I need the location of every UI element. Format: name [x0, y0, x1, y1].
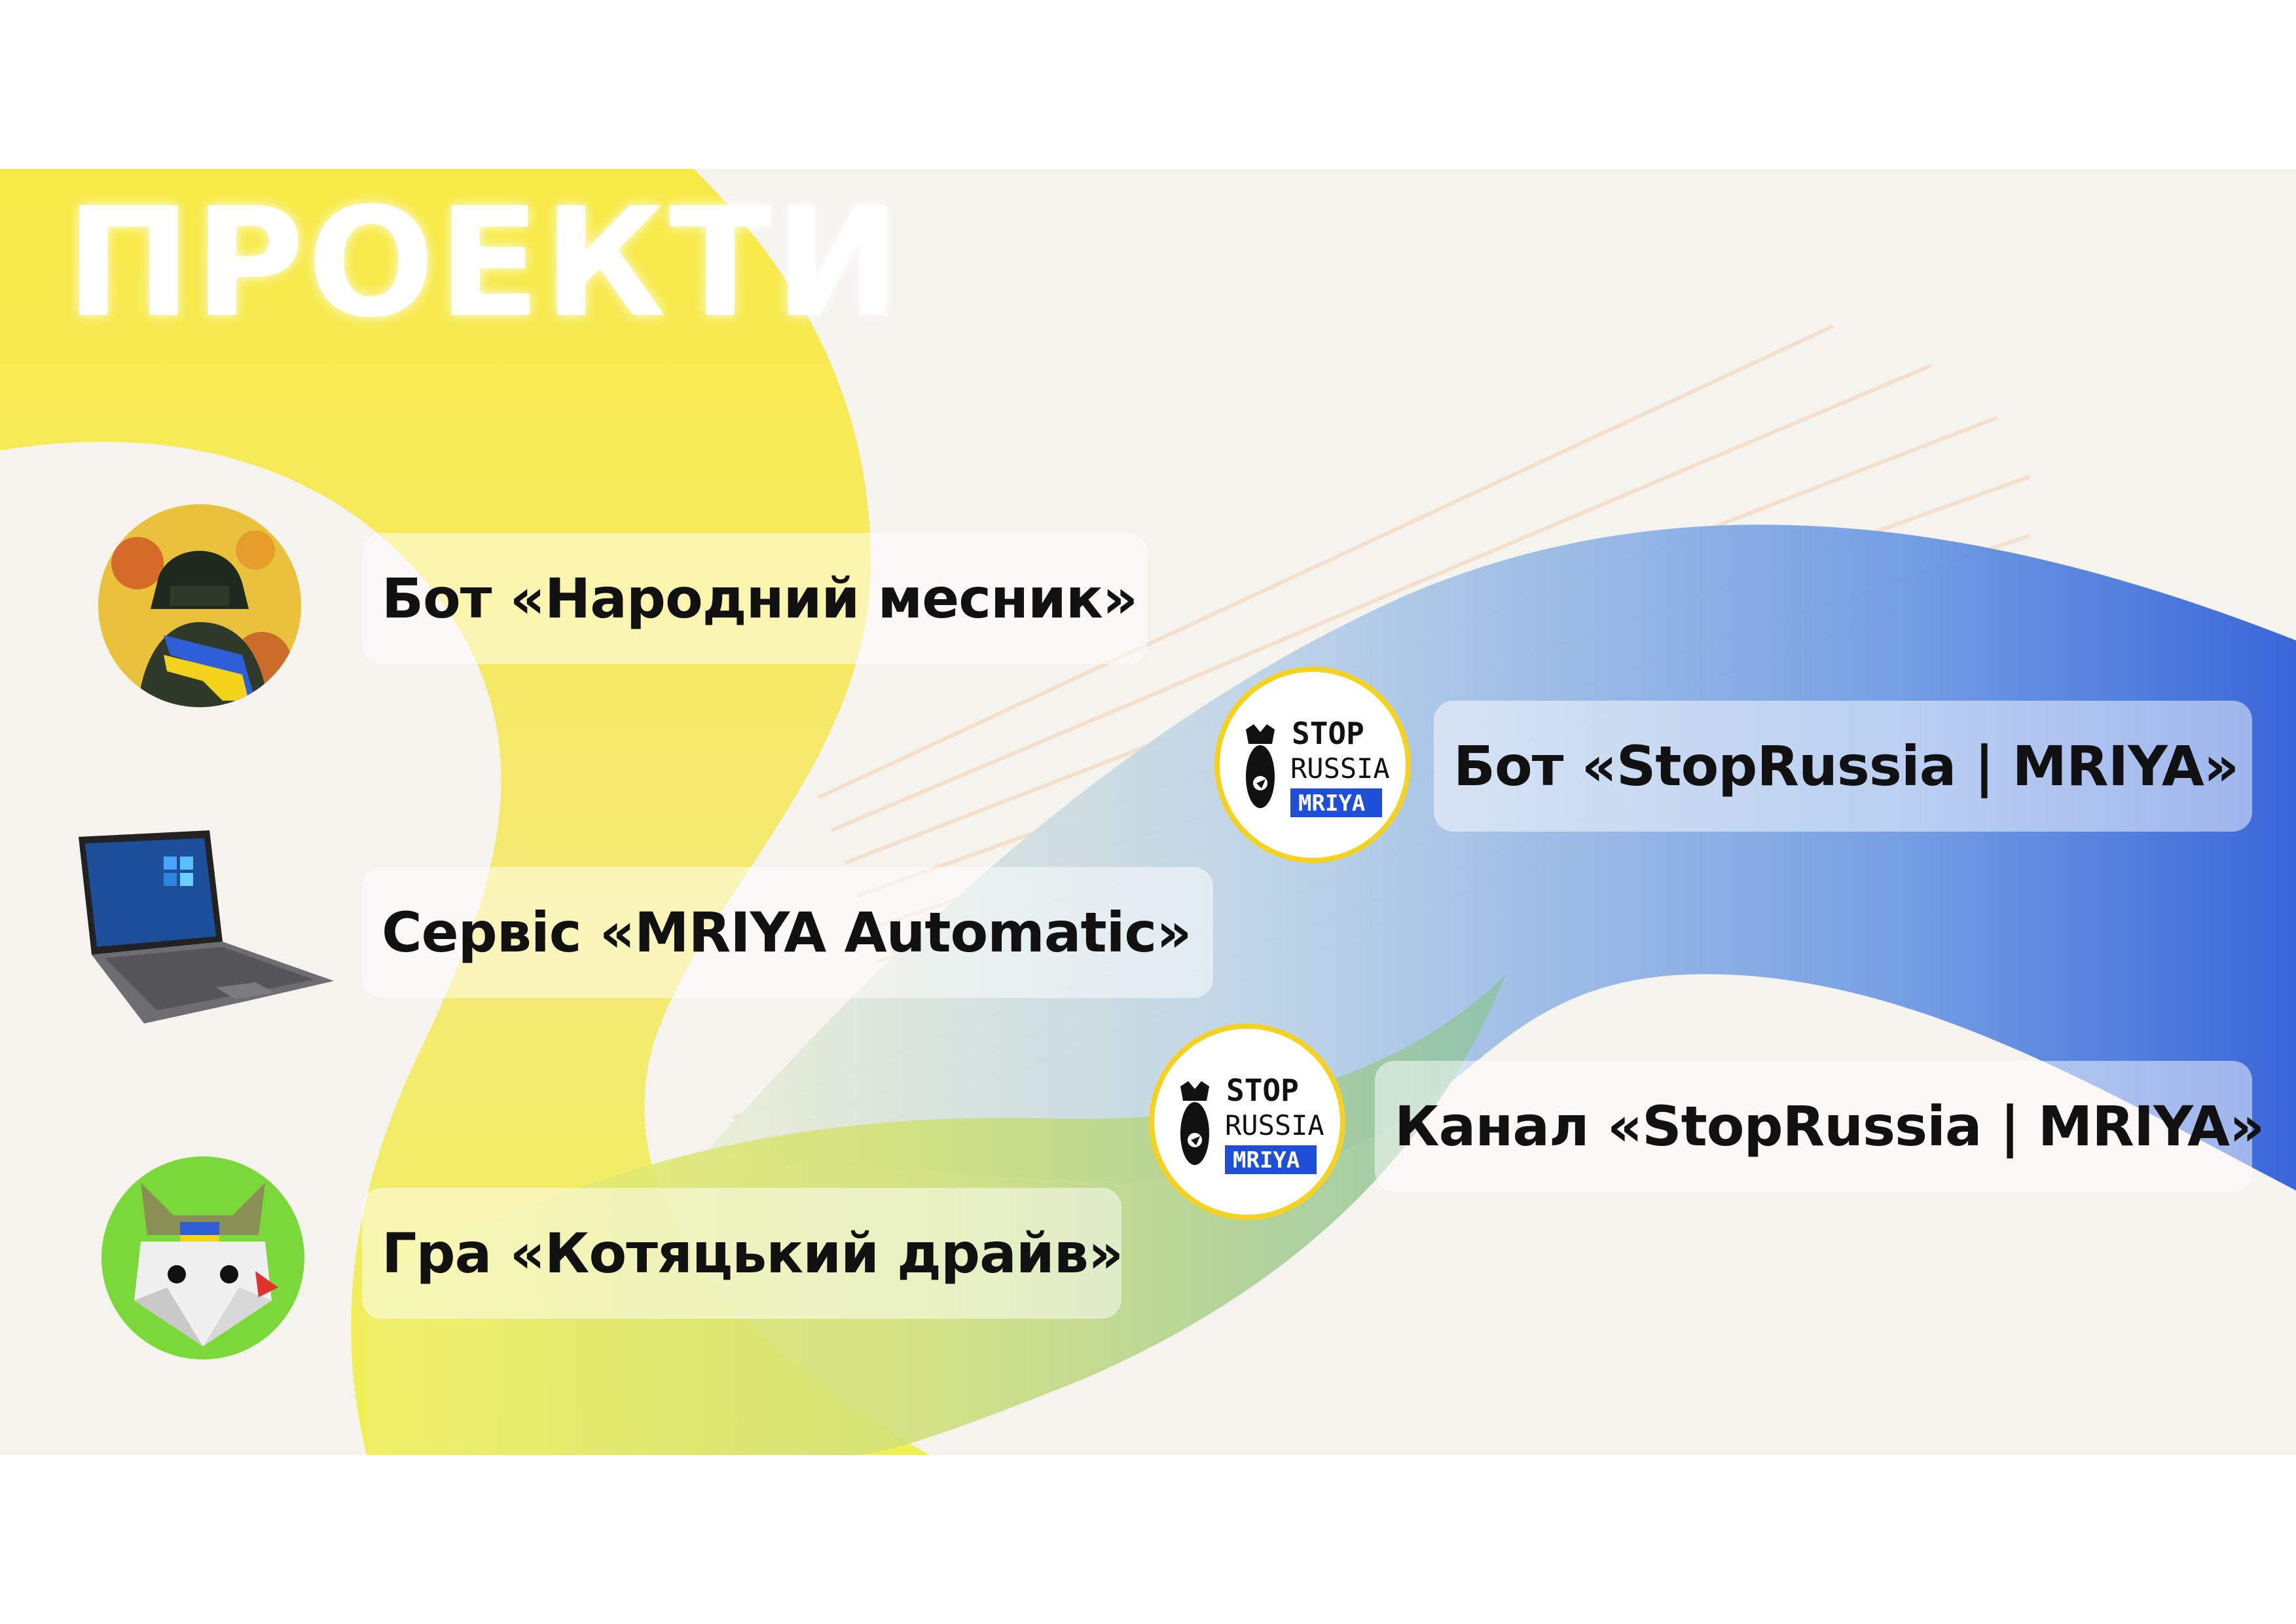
- tablet-icon: [79, 830, 334, 1024]
- project-card-stoprussia-bot[interactable]: Бот «StopRussia | MRIYA»: [1434, 701, 2252, 832]
- project-label: Сервіс «MRIYA Automatic»: [382, 900, 1192, 965]
- narodnyi-mesnyk-avatar: [98, 504, 301, 707]
- page-title: ПРОЕКТИ: [65, 176, 903, 351]
- logo-line-1: STOP: [1226, 1073, 1299, 1108]
- logo-badge: MRIYA: [1233, 1147, 1300, 1173]
- logo-line-2: RUSSIA: [1290, 752, 1390, 784]
- project-label: Канал «StopRussia | MRIYA»: [1394, 1094, 2265, 1158]
- tablet-image: [65, 830, 340, 1027]
- slide: ПРОЕКТИ Бот «Народний месник» STOP RUSSI…: [0, 169, 2296, 1455]
- project-label: Гра «Котяцький драйв»: [382, 1221, 1123, 1285]
- cat-icon: [101, 1156, 304, 1359]
- stoprussia-logo-icon: STOP RUSSIA MRIYA: [1180, 1073, 1324, 1174]
- project-label: Бот «StopRussia | MRIYA»: [1453, 734, 2239, 798]
- soldier-icon: [98, 504, 301, 707]
- stoprussia-logo: STOP RUSSIA MRIYA: [1214, 667, 1411, 863]
- logo-badge: MRIYA: [1298, 790, 1365, 817]
- stoprussia-logo-icon: STOP RUSSIA MRIYA: [1246, 716, 1390, 817]
- project-card-stoprussia-channel[interactable]: Канал «StopRussia | MRIYA»: [1375, 1061, 2265, 1192]
- project-card-narodnyi-mesnyk[interactable]: Бот «Народний месник»: [362, 533, 1148, 664]
- logo-line-1: STOP: [1292, 716, 1364, 751]
- logo-line-2: RUSSIA: [1225, 1109, 1324, 1141]
- project-card-mriya-automatic[interactable]: Сервіс «MRIYA Automatic»: [362, 867, 1213, 998]
- project-card-kotyatskyi-draiv[interactable]: Гра «Котяцький драйв»: [362, 1188, 1123, 1319]
- stoprussia-logo: STOP RUSSIA MRIYA: [1149, 1024, 1345, 1220]
- project-label: Бот «Народний месник»: [382, 566, 1138, 631]
- kotyatskyi-draiv-avatar: [101, 1156, 304, 1359]
